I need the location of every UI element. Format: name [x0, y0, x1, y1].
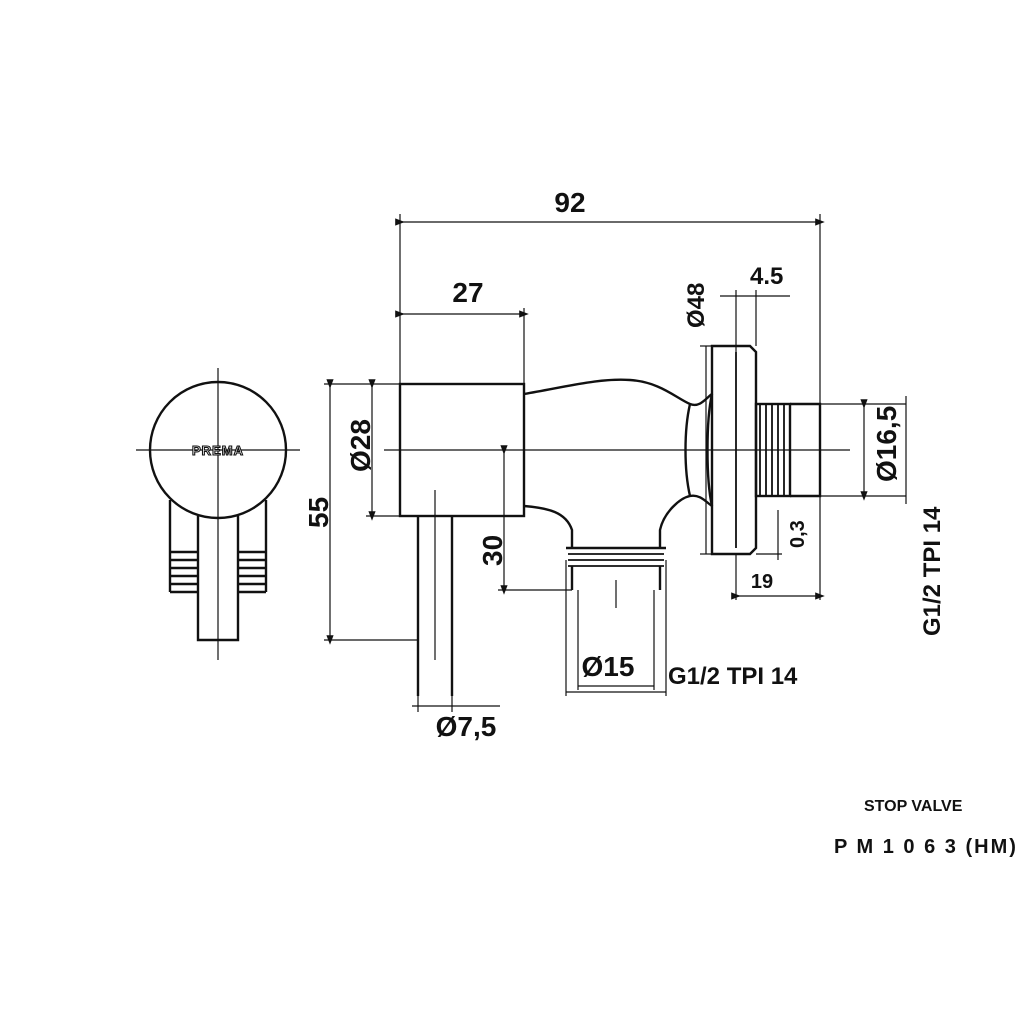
side-view-thread [170, 550, 266, 594]
dim-thread-spec-right: G1/2 TPI 14 [919, 506, 946, 636]
dim-tolerance: 0,3 [787, 520, 809, 548]
dim-body-diameter: Ø28 [345, 419, 376, 472]
product-code: P M 1 0 6 3 (HM) [834, 836, 1018, 858]
body-neck-inner [706, 393, 714, 507]
side-view-spindle [196, 516, 240, 642]
side-view: PREMA [136, 368, 300, 660]
dimension-lines [324, 214, 907, 712]
spindle [416, 490, 454, 696]
bottom-thread [566, 546, 666, 608]
body-bottom-profile [523, 494, 713, 548]
dim-spindle-diameter: Ø7,5 [436, 711, 497, 742]
dim-overall-length: 92 [554, 187, 585, 218]
dim-thread-length: 19 [751, 571, 773, 593]
body-neck [684, 403, 692, 497]
dim-thread-diameter: Ø16,5 [871, 406, 902, 482]
brand-logo: PREMA [192, 443, 244, 458]
dim-flange-thickness: 4.5 [750, 263, 783, 290]
dim-flange-diameter: Ø48 [683, 283, 710, 328]
front-view [384, 344, 850, 696]
body-top-profile [523, 378, 713, 407]
dim-handle-length: 27 [452, 277, 483, 308]
dim-outlet-height: 30 [477, 535, 508, 566]
dim-height: 55 [303, 497, 334, 528]
product-name: STOP VALVE [864, 798, 963, 815]
dim-outlet-diameter: Ø15 [582, 651, 635, 682]
dim-thread-spec-bottom: G1/2 TPI 14 [668, 663, 798, 690]
